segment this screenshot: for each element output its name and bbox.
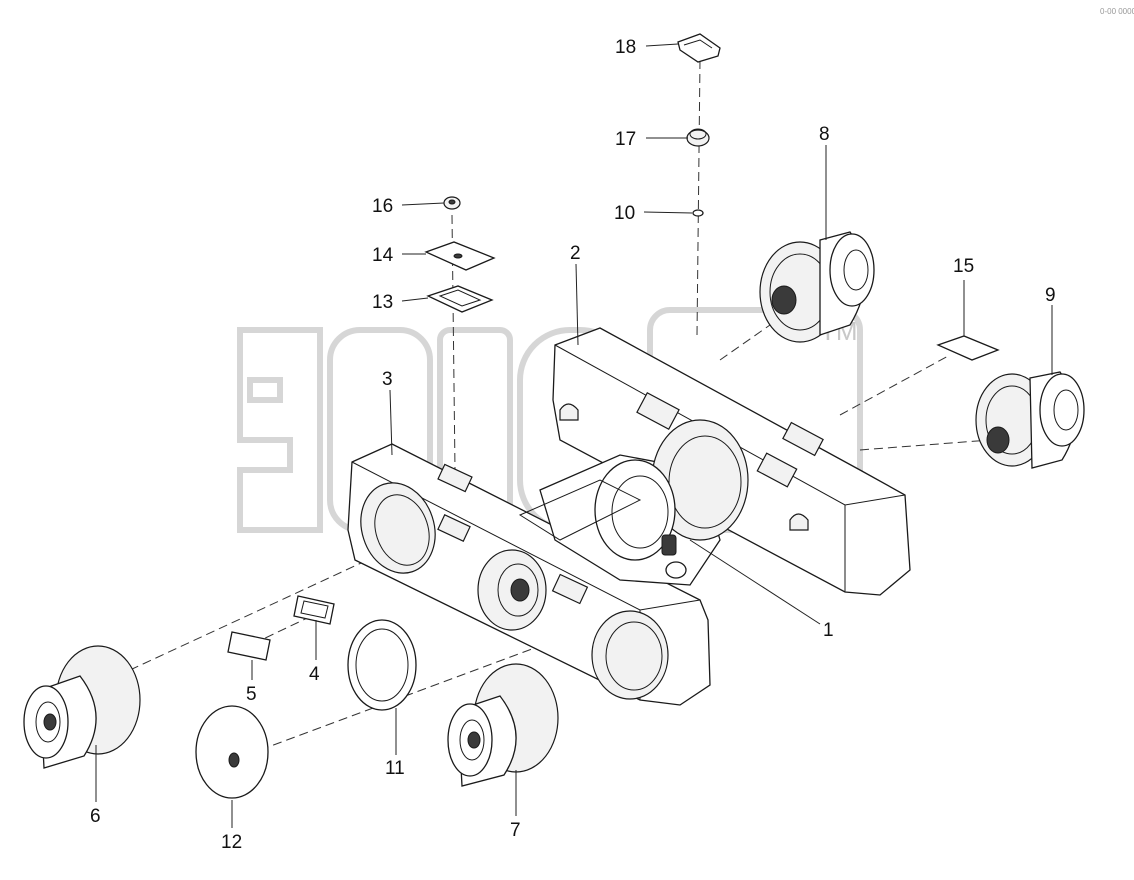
callout-6: 6 (90, 806, 101, 827)
cap (686, 128, 710, 147)
gasket-top (426, 285, 494, 313)
bracket (677, 33, 721, 63)
callout-17: 17 (615, 129, 636, 150)
frame (518, 419, 749, 586)
callout-7: 7 (510, 820, 521, 841)
callout-13: 13 (372, 292, 393, 313)
cover-plate-small (227, 631, 271, 661)
callout-1: 1 (823, 620, 834, 641)
callout-16: 16 (372, 196, 393, 217)
track-beam-left (347, 443, 711, 706)
callout-10: 10 (614, 203, 635, 224)
plug (443, 196, 461, 210)
callout-14: 14 (372, 245, 394, 266)
callout-11: 11 (385, 758, 405, 779)
callout-12: 12 (221, 832, 242, 853)
cover-top (424, 241, 496, 271)
final-drive-front-right (759, 231, 875, 343)
callout-3: 3 (382, 369, 393, 390)
callout-5: 5 (246, 684, 257, 705)
callout-2: 2 (570, 243, 581, 264)
gasket-small (293, 595, 335, 625)
leader-lines (95, 43, 1053, 828)
callout-9: 9 (1045, 285, 1056, 306)
callout-4: 4 (309, 664, 320, 685)
final-drive-front-left (23, 645, 141, 769)
corner-code: 0-00 0000 (1100, 7, 1134, 16)
round-cover (195, 705, 269, 799)
callout-18: 18 (615, 37, 636, 58)
callout-8: 8 (819, 124, 830, 145)
final-drive-rear-right (975, 371, 1085, 469)
callout-15: 15 (953, 256, 974, 277)
callout-labels: 1 2 3 4 5 6 7 8 9 10 11 12 13 14 15 16 1… (90, 37, 1056, 853)
cover-plate-right (936, 335, 1000, 361)
washer (692, 209, 704, 217)
ring-gasket (347, 619, 417, 711)
final-drive-rear-left (447, 663, 559, 787)
